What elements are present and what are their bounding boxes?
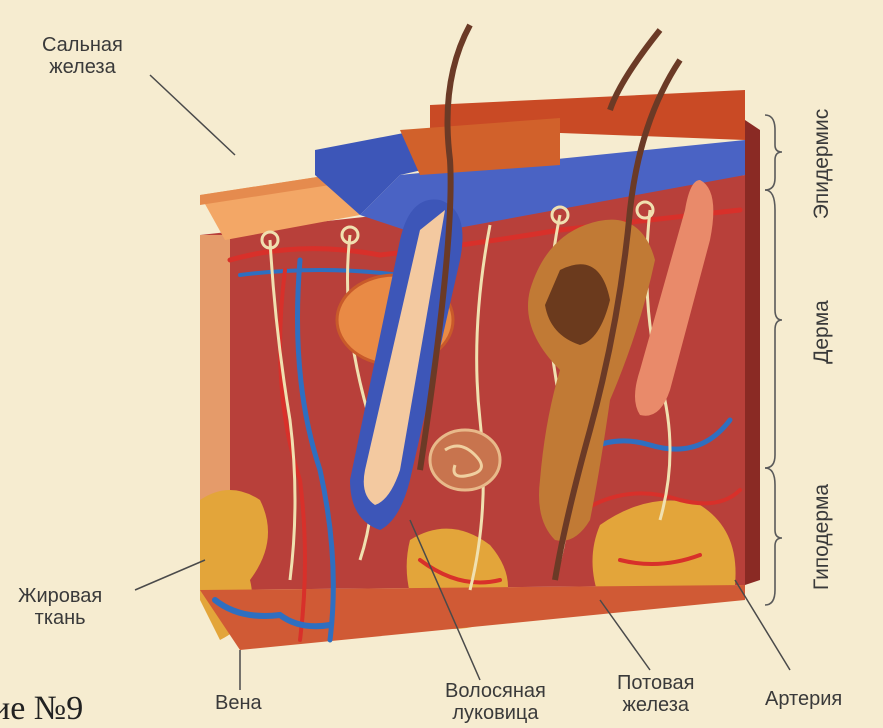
layer-brackets <box>765 115 782 605</box>
layer-label-epidermis: Эпидермис <box>810 104 834 224</box>
label-sweat-gland: Потовая железа <box>617 672 694 716</box>
label-sweat-line2: железа <box>617 694 694 716</box>
label-fat-line2: ткань <box>18 607 102 629</box>
label-sebaceous-line1: Сальная <box>42 34 123 56</box>
label-sebaceous-line2: железа <box>42 56 123 78</box>
label-sweat-line1: Потовая <box>617 672 694 694</box>
label-sebaceous-gland: Сальная железа <box>42 34 123 78</box>
label-bulb-line2: луковица <box>445 702 546 724</box>
sweat-gland <box>430 430 500 490</box>
label-hair-bulb: Волосяная луковица <box>445 680 546 724</box>
label-vein: Вена <box>215 692 262 714</box>
figure-caption: ие №9 <box>0 690 83 728</box>
layer-label-hypodermis: Гиподерма <box>810 477 834 597</box>
label-fat-tissue: Жировая ткань <box>18 585 102 629</box>
label-artery: Артерия <box>765 688 842 710</box>
label-fat-line1: Жировая <box>18 585 102 607</box>
label-bulb-line1: Волосяная <box>445 680 546 702</box>
layer-label-dermis: Дерма <box>810 282 834 382</box>
